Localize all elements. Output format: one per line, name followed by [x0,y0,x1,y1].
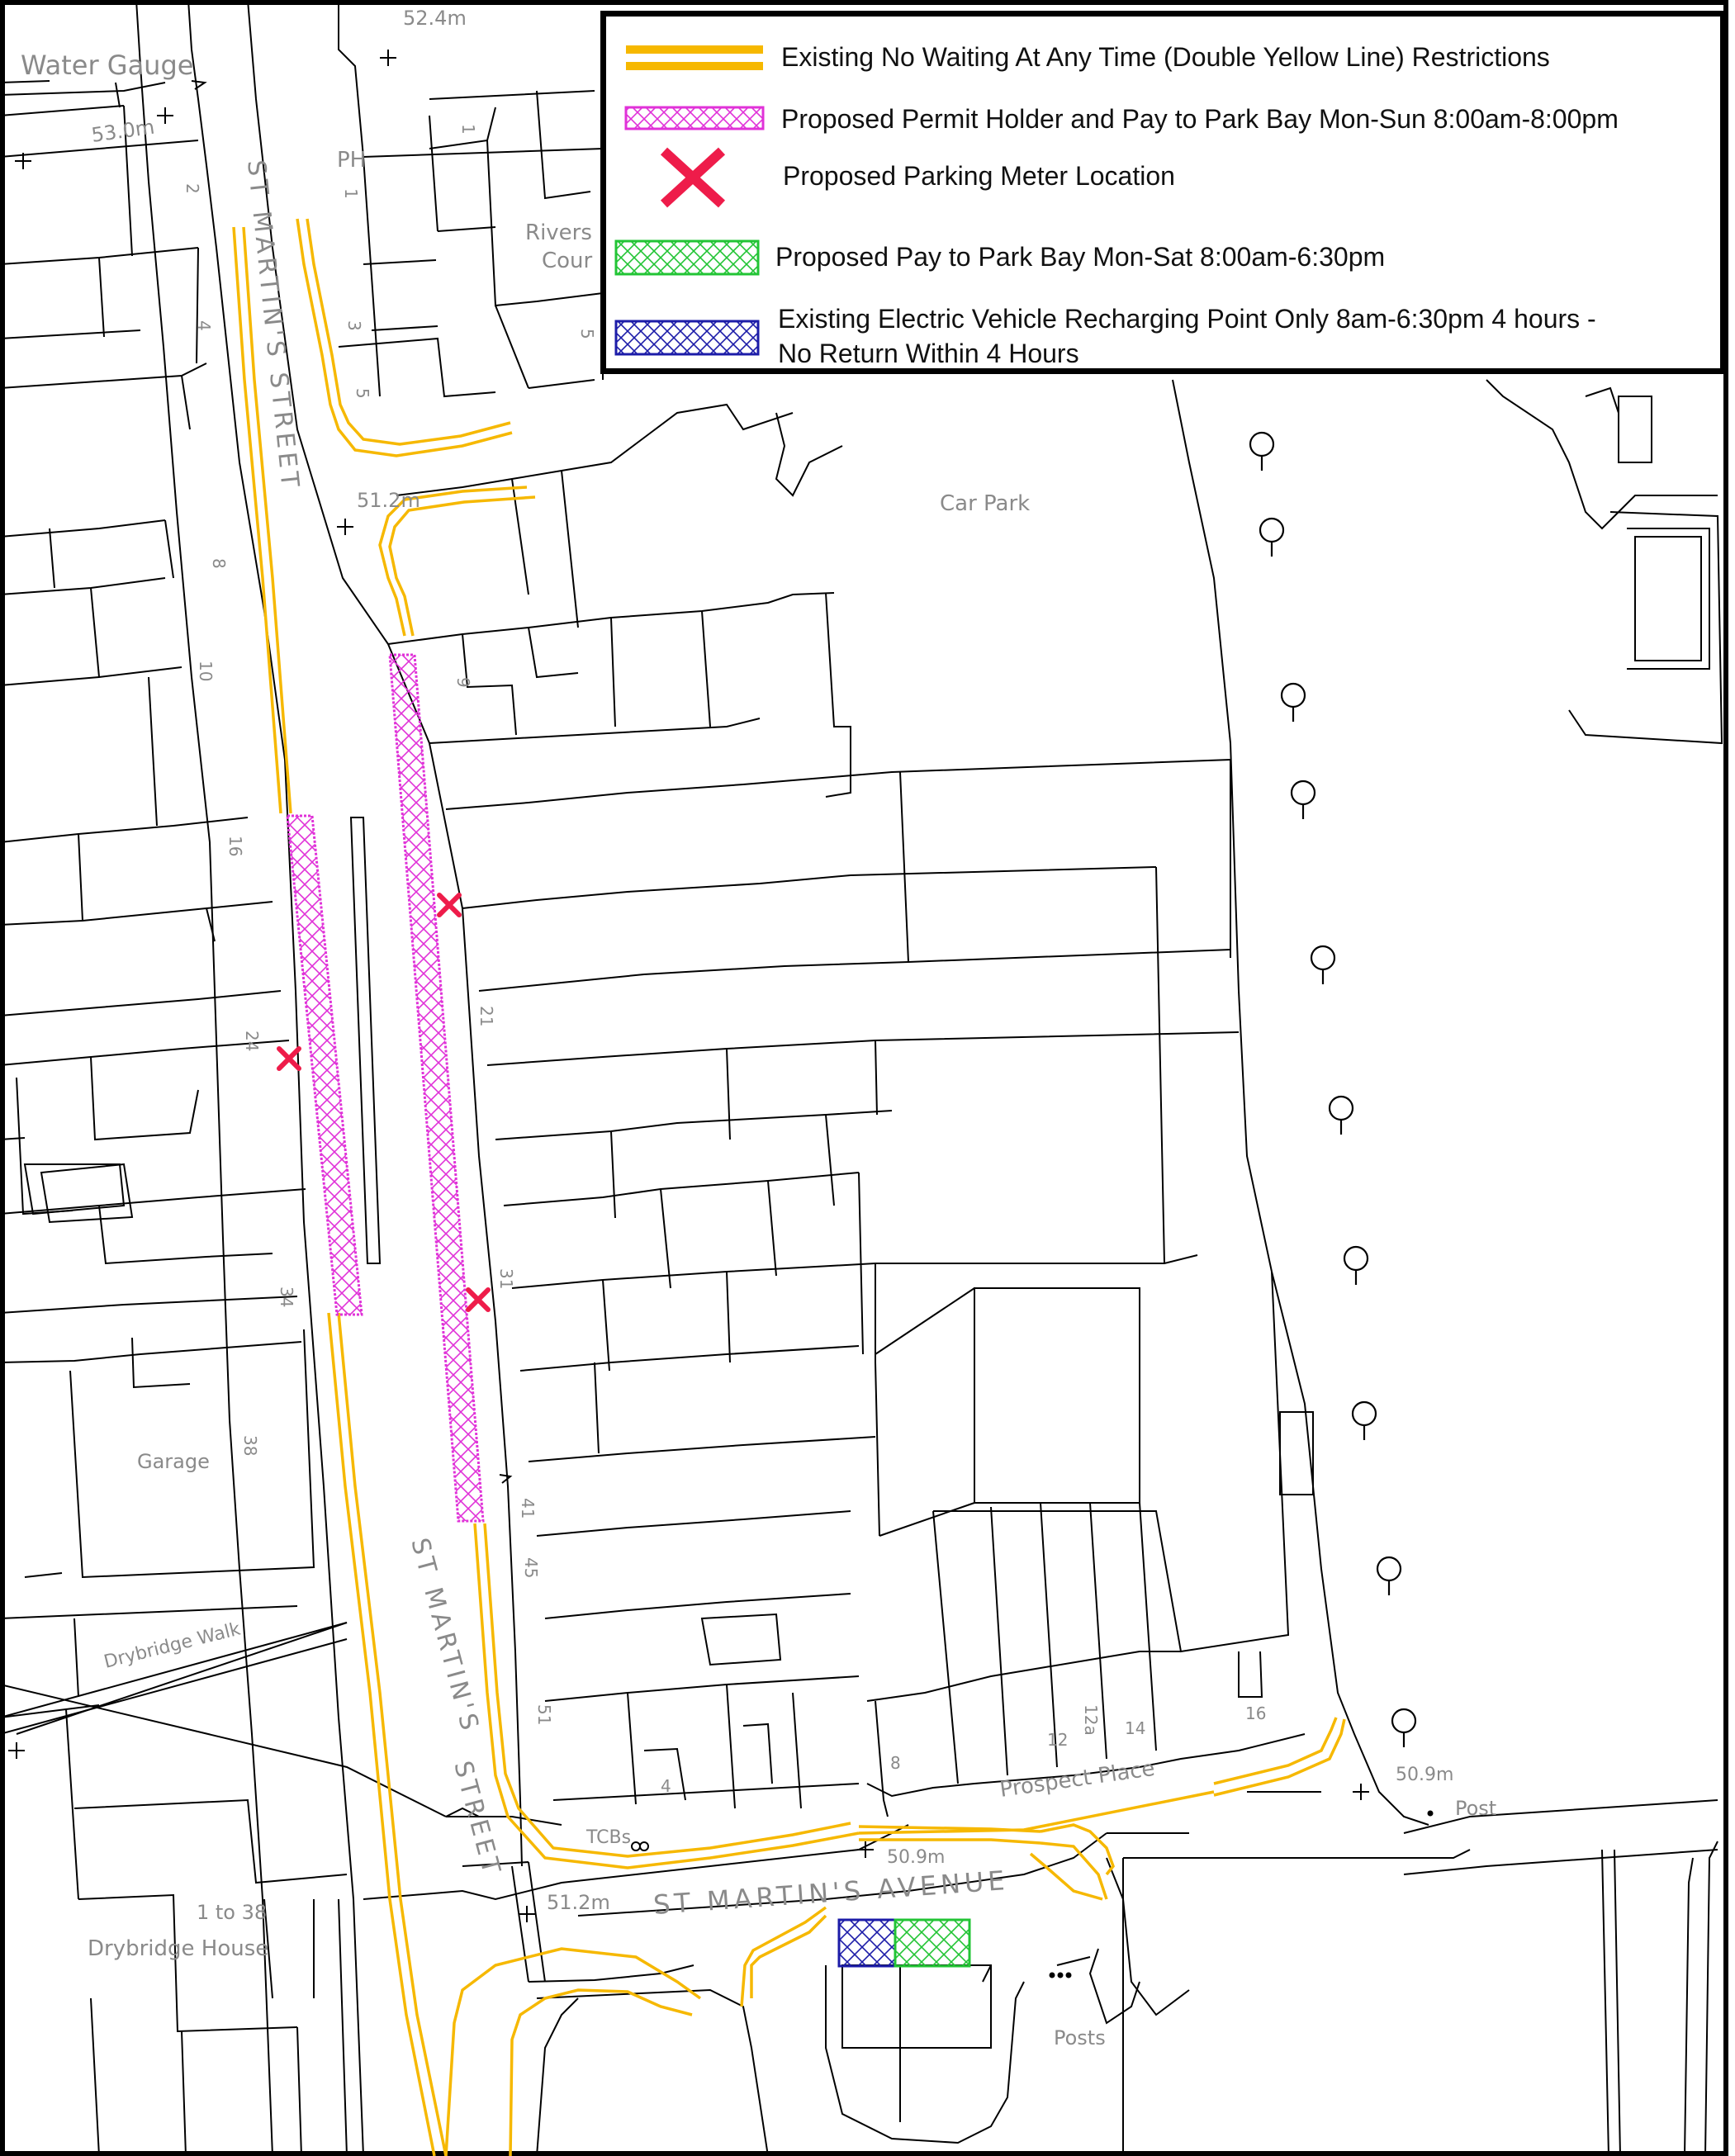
house-number: 12 [1047,1730,1068,1750]
blue-hatch-icon [614,320,760,356]
car-park-label: Car Park [940,491,1030,516]
house-number: 9 [453,677,473,688]
house-number: 45 [521,1557,541,1578]
legend-item-pay-bay: Proposed Pay to Park Bay Mon-Sat 8:00am-… [606,233,1720,299]
tree-icon [1343,1245,1369,1285]
legend-text-line2: No Return Within 4 Hours [778,339,1079,368]
garage-label: Garage [137,1450,210,1473]
house-number: 5 [577,329,597,339]
green-hatch-icon [614,239,760,276]
tree-icon [1351,1400,1377,1440]
house-number: 1 [458,124,478,135]
level-512-bottom-label: 51.2m [547,1891,610,1914]
permit-bays [286,653,485,1523]
prospect-place-label: Prospect Place [998,1756,1157,1803]
tree-icon [1259,517,1285,557]
double-yellow-lines [232,218,1346,2156]
posts-label: Posts [1054,2026,1106,2049]
level-524-label: 52.4m [403,7,467,30]
house-number: 38 [240,1435,260,1456]
house-number: 4 [194,320,214,331]
meter-cross-2 [277,1046,301,1071]
permit-bay-east [388,653,485,1523]
legend-text: Proposed Parking Meter Location [783,161,1175,191]
survey-marks [8,50,1369,1922]
level-509-left-label: 50.9m [887,1847,945,1868]
house-number: 10 [196,661,216,681]
magenta-hatch-icon [624,106,765,130]
double-yellow-line-icon [626,45,763,70]
drybridge-house-nums-label: 1 to 38 [197,1901,267,1924]
red-cross-icon [660,147,726,208]
level-509-right-label: 50.9m [1396,1765,1453,1785]
level-512-top-label: 51.2m [357,489,420,512]
drybridge-house-label: Drybridge House [88,1936,268,1961]
legend-text: Proposed Permit Holder and Pay to Park B… [781,104,1619,134]
legend-text: Existing Electric Vehicle Recharging Poi… [778,304,1596,334]
house-number: 12a [1081,1704,1101,1736]
meter-cross-3 [466,1287,491,1312]
post-label: Post [1455,1797,1496,1820]
tree-icon [1391,1708,1417,1747]
legend-text: Proposed Pay to Park Bay Mon-Sat 8:00am-… [775,242,1386,272]
tree-icon [1280,682,1306,722]
legend-item-ev-bay: Existing Electric Vehicle Recharging Poi… [606,301,1720,368]
legend-item-meter: Proposed Parking Meter Location [606,140,1720,208]
house-number: 24 [242,1031,262,1051]
house-number: 4 [661,1776,671,1796]
house-number: 1 [341,188,361,199]
legend-item-permit-bay: Proposed Permit Holder and Pay to Park B… [606,87,1720,153]
tree-icon [1290,779,1316,819]
house-number: 8 [890,1753,901,1773]
trees [1249,431,1417,1747]
pay-bay [894,1918,971,1968]
parking-meters [277,893,491,1312]
water-gauge-label: Water Gauge [21,50,193,81]
house-number: 16 [225,836,245,856]
tree-icon [1249,431,1275,471]
house-number: 21 [476,1006,496,1026]
legend-item-double-yellow-line: Existing No Waiting At Any Time (Double … [606,25,1720,91]
st-martins-street-low-label: STREET [448,1758,506,1881]
map-symbols [191,80,1434,1978]
house-number: 14 [1125,1718,1145,1738]
ev-bay [837,1918,897,1968]
permit-bay-west [286,814,363,1316]
house-number: 41 [518,1498,538,1519]
house-number: 8 [209,558,229,569]
tcbs-label: TCBs [585,1827,631,1848]
house-number: 34 [277,1286,296,1307]
tree-icon [1376,1556,1402,1595]
riverside-court-label-1: Rivers [525,220,592,245]
st-martins-street-mid-label: ST MARTIN'S [405,1535,485,1737]
tree-icon [1310,945,1336,984]
house-number: 51 [534,1704,554,1725]
riverside-court-label-2: Cour [542,249,593,273]
ph-label: PH [337,148,366,173]
legend-text: Existing No Waiting At Any Time (Double … [781,42,1550,72]
house-number: 31 [496,1268,516,1289]
house-number: 2 [183,183,202,194]
legend-box: Existing No Waiting At Any Time (Double … [600,11,1726,374]
st-martins-avenue-label: ST MARTIN'S AVENUE [652,1865,1010,1921]
house-number: 5 [353,388,372,399]
house-number: 16 [1245,1703,1266,1723]
meter-cross-1 [437,893,462,917]
tree-icon [1328,1095,1354,1135]
house-number: 3 [344,320,364,331]
